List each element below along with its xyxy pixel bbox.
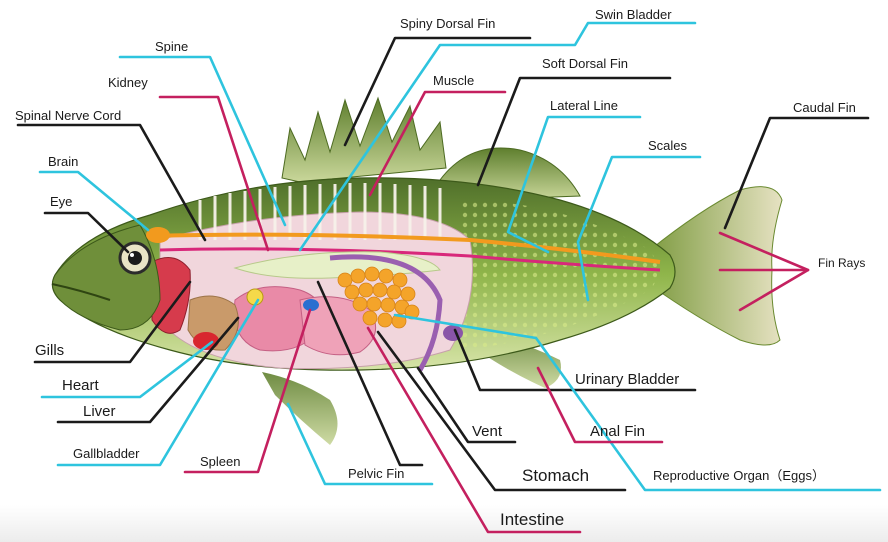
label-caudal-fin: Caudal Fin	[793, 100, 856, 115]
label-urinary-bladder: Urinary Bladder	[575, 371, 679, 388]
label-lateral-line: Lateral Line	[550, 98, 618, 113]
label-heart: Heart	[62, 377, 100, 394]
label-kidney: Kidney	[108, 75, 148, 90]
head-shape	[52, 225, 160, 330]
label-spleen: Spleen	[200, 454, 240, 469]
urinary-bladder-shape	[443, 325, 463, 341]
brain-shape	[146, 227, 170, 243]
label-intestine: Intestine	[500, 510, 564, 529]
label-muscle: Muscle	[433, 73, 474, 88]
label-anal-fin: Anal Fin	[590, 423, 645, 440]
label-spinal-nerve-cord: Spinal Nerve Cord	[15, 108, 121, 123]
label-stomach: Stomach	[522, 466, 589, 485]
label-spine: Spine	[155, 39, 188, 54]
eye-pupil-shape	[128, 251, 142, 265]
label-gallbladder: Gallbladder	[73, 446, 140, 461]
scales-shape	[460, 200, 658, 350]
label-brain: Brain	[48, 154, 78, 169]
label-vent: Vent	[472, 423, 503, 440]
label-gills: Gills	[35, 342, 64, 359]
label-pelvic-fin: Pelvic Fin	[348, 466, 404, 481]
label-swim-bladder: Swin Bladder	[595, 7, 672, 22]
label-fin-rays: Fin Rays	[818, 256, 865, 270]
label-liver: Liver	[83, 403, 116, 420]
label-spiny-dorsal-fin: Spiny Dorsal Fin	[400, 16, 495, 31]
label-eye: Eye	[50, 194, 72, 209]
spiny-dorsal-fin-shape	[282, 98, 446, 182]
pelvic-fin-shape	[262, 372, 338, 445]
label-scales: Scales	[648, 138, 688, 153]
label-reproductive-organ: Reproductive Organ（Eggs）	[653, 468, 825, 483]
label-soft-dorsal-fin: Soft Dorsal Fin	[542, 56, 628, 71]
